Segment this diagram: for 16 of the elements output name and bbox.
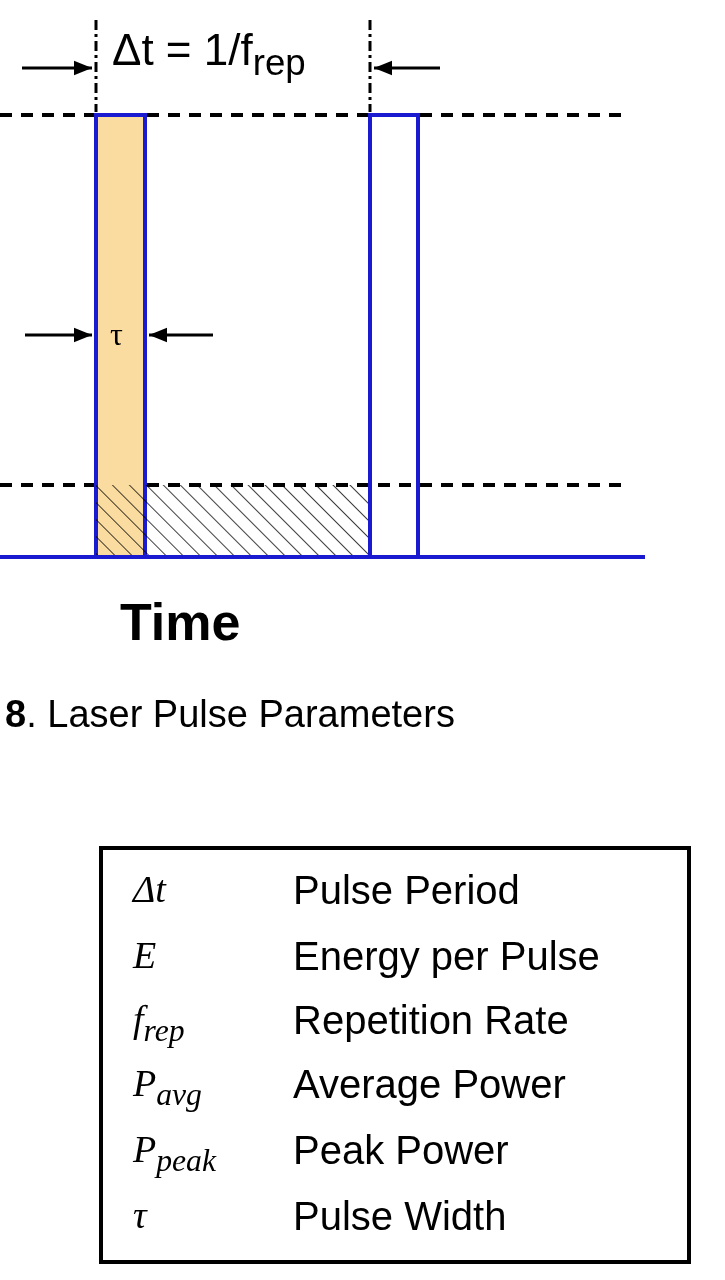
symbol-text: Δt: [133, 870, 166, 908]
symbol-text: P$_{peak}$: [133, 1130, 216, 1177]
symbol-text: τ: [133, 1196, 147, 1234]
figure-caption: 8. Laser Pulse Parameters: [5, 695, 455, 733]
description-text: Pulse Period: [293, 870, 520, 910]
description-text: Peak Power: [293, 1130, 509, 1170]
symbol-text: E: [133, 936, 157, 974]
description-text: Energy per Pulse: [293, 936, 600, 976]
symbol-text: P$_{avg}$: [133, 1064, 202, 1111]
width-label: τ: [110, 318, 123, 350]
axis-label: Time: [120, 596, 241, 648]
period-label: Δt = 1/f$_{rep}$: [112, 28, 306, 82]
description-text: Average Power: [293, 1064, 566, 1104]
symbol-text: f$_{rep}$: [133, 1000, 185, 1047]
description-text: Pulse Width: [293, 1196, 507, 1236]
description-text: Repetition Rate: [293, 1000, 569, 1040]
